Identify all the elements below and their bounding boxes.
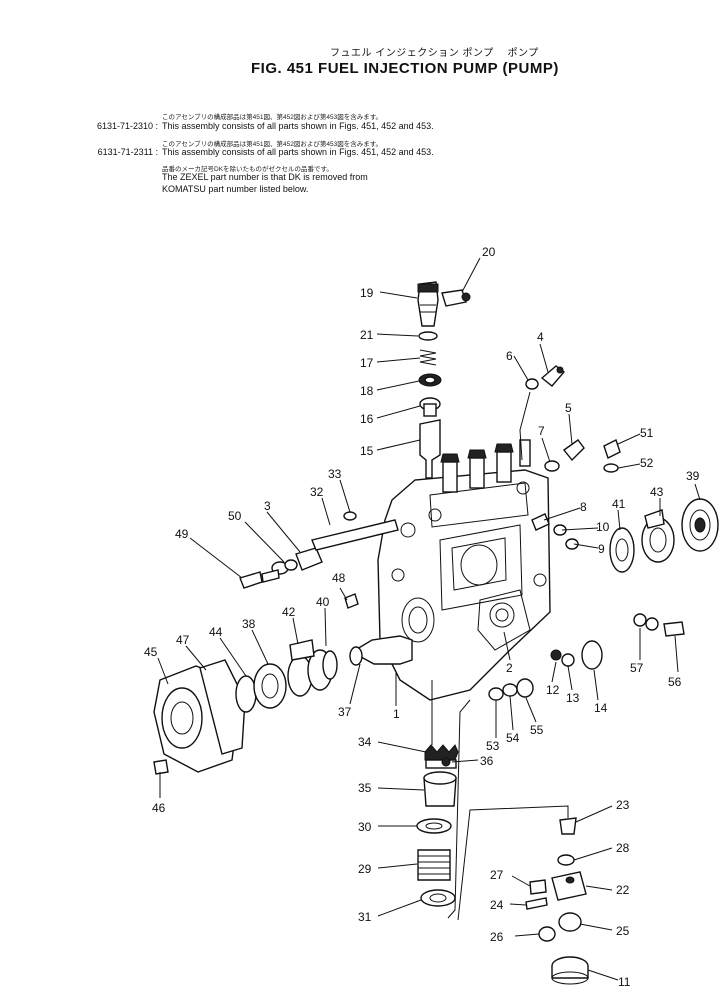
callout-11: 11: [618, 975, 631, 986]
camshaft: [344, 593, 413, 666]
japanese-title: フュエル インジェクション ポンプ ポンプ: [330, 48, 539, 59]
o-ring-group: [550, 640, 603, 670]
callout-20: 20: [482, 245, 496, 259]
callout-22: 22: [616, 883, 630, 897]
callout-56: 56: [668, 675, 682, 689]
callout-33: 33: [328, 467, 342, 481]
callout-36: 36: [480, 754, 494, 768]
note-1-japanese: このアセンブリの構成部品は第451図、第452図および第453図を含みます。: [162, 114, 383, 121]
note-1: 6131-71-2310 : This assembly consists of …: [72, 121, 434, 131]
callout-42: 42: [282, 605, 296, 619]
callout-43: 43: [650, 485, 664, 499]
callout-3: 3: [264, 499, 271, 513]
figure-title: FIG. 451 FUEL INJECTION PUMP (PUMP): [251, 60, 559, 77]
callout-24: 24: [490, 898, 504, 912]
callout-52: 52: [640, 456, 654, 470]
note-2-part-number: 6131-71-2311 :: [97, 147, 158, 157]
callout-45: 45: [144, 645, 158, 659]
callout-57: 57: [630, 661, 644, 675]
note-4: KOMATSU part number listed below.: [162, 184, 309, 194]
right-bearing-group: [609, 498, 719, 573]
callout-35: 35: [358, 781, 372, 795]
callout-12: 12: [546, 683, 560, 697]
callout-16: 16: [360, 412, 374, 426]
callout-26: 26: [490, 930, 504, 944]
callout-41: 41: [612, 497, 626, 511]
callout-18: 18: [360, 384, 374, 398]
callout-46: 46: [152, 801, 166, 815]
callout-37: 37: [338, 705, 352, 719]
callout-6: 6: [506, 349, 513, 363]
callout-25: 25: [616, 924, 630, 938]
note-2-text: This assembly consists of all parts show…: [162, 147, 434, 157]
callout-31: 31: [358, 910, 372, 924]
screw-group: [531, 513, 579, 550]
air-vent-screws: [519, 365, 621, 473]
callout-17: 17: [360, 356, 374, 370]
callout-23: 23: [616, 798, 630, 812]
callout-38: 38: [242, 617, 256, 631]
callout-7: 7: [538, 424, 545, 438]
callout-34: 34: [358, 735, 372, 749]
pump-housing: [377, 469, 551, 701]
callout-13: 13: [566, 691, 580, 705]
callout-53: 53: [486, 739, 500, 753]
leader-lines: [157, 257, 701, 981]
callout-32: 32: [310, 485, 324, 499]
callout-54: 54: [506, 731, 520, 745]
callout-19: 19: [360, 286, 374, 300]
callout-27: 27: [490, 868, 504, 882]
note-3-japanese: 品番のメーカ記号DKを除いたものがゼクセルの品番です。: [162, 166, 333, 173]
callout-9: 9: [598, 542, 605, 556]
callout-4: 4: [537, 330, 544, 344]
callout-40: 40: [316, 595, 330, 609]
callout-5: 5: [565, 401, 572, 415]
callout-50: 50: [228, 509, 242, 523]
delivery-valve-stack: [417, 281, 471, 479]
note-3: The ZEXEL part number is that DK is remo…: [162, 172, 368, 182]
bearing-cover-group: [153, 639, 338, 775]
note-2-japanese: このアセンブリの構成部品は第451図、第452図および第453図を含みます。: [162, 141, 383, 148]
tappet-spring-stack: [416, 744, 459, 907]
callout-48: 48: [332, 571, 346, 585]
callout-14: 14: [594, 701, 608, 715]
callout-30: 30: [358, 820, 372, 834]
callout-labels: 1 2 3 4 5 6 7 8 9 10 11 12 13 14 15 16 1…: [144, 245, 700, 986]
control-rack-parts: [525, 817, 589, 985]
washer-group: [488, 678, 534, 701]
callout-39: 39: [686, 469, 700, 483]
callout-15: 15: [360, 444, 374, 458]
callout-55: 55: [530, 723, 544, 737]
callout-51: 51: [640, 426, 654, 440]
right-bolt-group: [633, 613, 685, 637]
left-side-bolts: [239, 511, 399, 589]
callout-28: 28: [616, 841, 630, 855]
callout-8: 8: [580, 500, 587, 514]
callout-10: 10: [596, 520, 610, 534]
delivery-valve-holders: [440, 439, 531, 493]
callout-29: 29: [358, 862, 372, 876]
callout-47: 47: [176, 633, 190, 647]
callout-49: 49: [175, 527, 189, 541]
callout-44: 44: [209, 625, 223, 639]
note-1-part-number: 6131-71-2310 :: [96, 121, 158, 131]
callout-2: 2: [506, 661, 513, 675]
note-2: 6131-71-2311 : This assembly consists of …: [72, 147, 434, 157]
note-1-text: This assembly consists of all parts show…: [162, 121, 434, 131]
callout-21: 21: [360, 328, 374, 342]
callout-1: 1: [393, 707, 400, 721]
